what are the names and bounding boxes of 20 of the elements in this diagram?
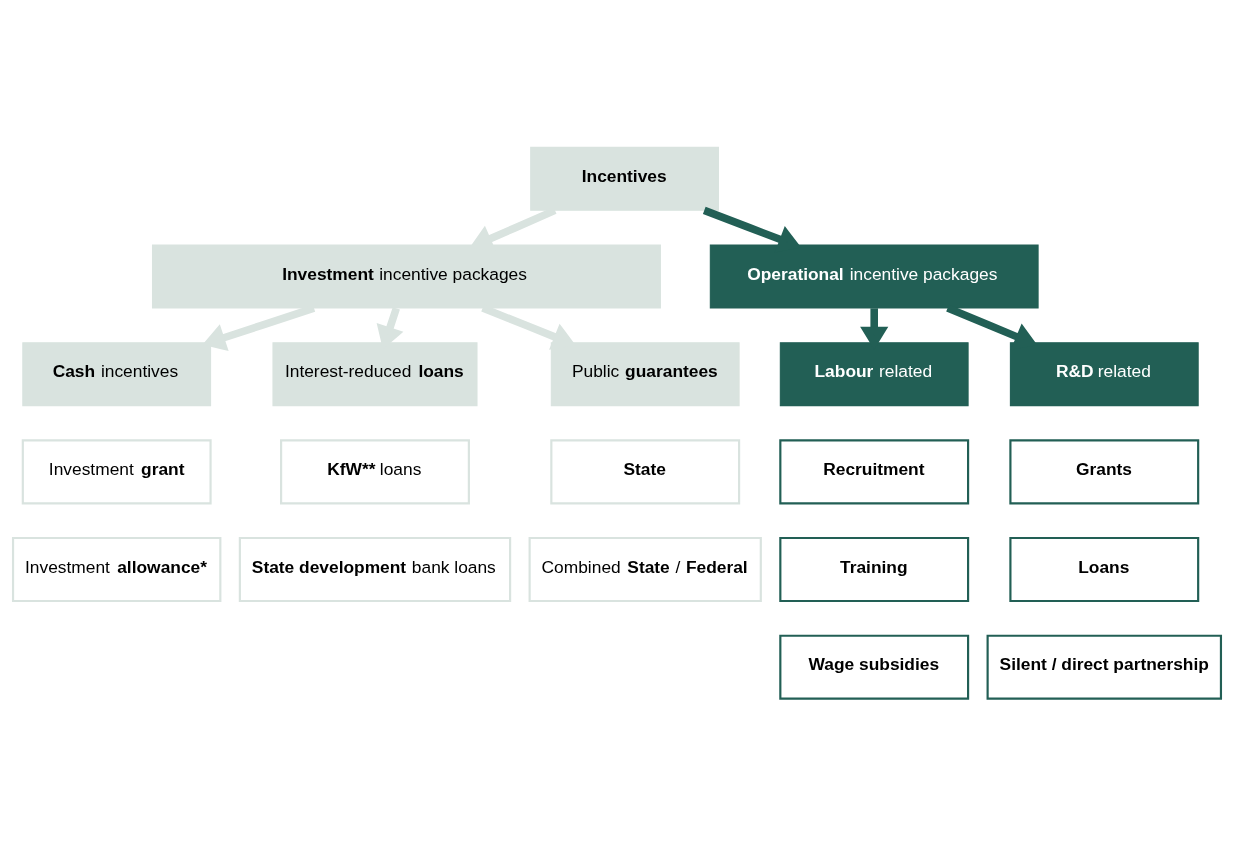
node-box: Public guarantees — [550, 342, 740, 407]
node-box: Wage subsidies — [779, 634, 970, 700]
node-box: Silent / direct partnership — [986, 634, 1223, 700]
node-box: Investment incentive packages — [151, 244, 661, 309]
node-box: Operational incentive packages — [709, 244, 1039, 309]
node-box: Investment grant — [21, 439, 212, 505]
node-box: Loans — [1009, 536, 1200, 603]
node-box: Recruitment — [779, 439, 970, 505]
node-box: R&D related — [1009, 342, 1199, 407]
node-box: Investment allowance* — [11, 536, 222, 603]
node-box: Cash incentives — [22, 342, 212, 407]
node-box: Labour related — [779, 342, 969, 407]
node-box: Incentives — [530, 146, 719, 211]
node-box: Grants — [1009, 439, 1200, 505]
node-box: Interest-reduced loans — [272, 342, 478, 407]
node-box: Training — [779, 536, 970, 603]
node-box: State — [550, 439, 741, 505]
node-box: KfW** loans — [280, 439, 470, 505]
node-box: Combined State / Federal — [528, 536, 762, 603]
node-box: State development bank loans — [238, 536, 512, 603]
